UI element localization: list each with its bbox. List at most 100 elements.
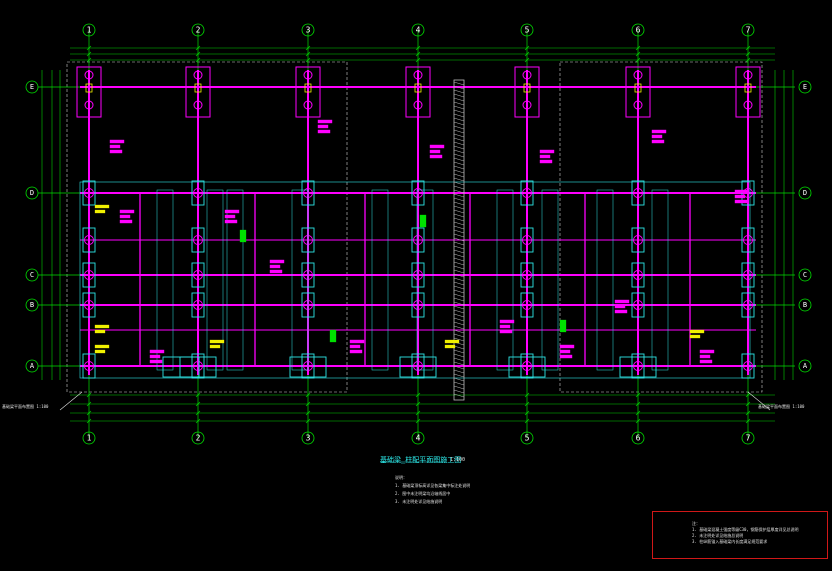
joint-hatch [453, 153, 465, 158]
beam-annotation [559, 344, 575, 349]
pile-symbol [633, 235, 643, 245]
joint-hatch [453, 181, 465, 186]
joint-hatch [453, 289, 465, 294]
callout-leader [59, 391, 83, 411]
column-footing [76, 66, 102, 118]
beam-annotation [651, 139, 665, 144]
column-pad [411, 292, 425, 318]
column-pad [82, 292, 96, 318]
axis-bubble [25, 80, 39, 94]
axis-bubble [411, 23, 425, 37]
axis-label: B [803, 301, 807, 309]
joint-hatch [453, 357, 465, 362]
pile-symbol [522, 270, 532, 280]
axis-bubble [25, 268, 39, 282]
joint-hatch [453, 169, 465, 174]
pile-symbol [413, 361, 423, 371]
joint-hatch [453, 333, 465, 338]
axis-bubble [741, 431, 755, 445]
pile-symbol [743, 300, 753, 310]
beam-annotation [499, 319, 515, 324]
joint-hatch [453, 113, 465, 118]
axis-label: B [30, 301, 34, 309]
beam-label [94, 204, 110, 209]
joint-hatch [453, 253, 465, 258]
joint-hatch [453, 317, 465, 322]
beam-annotation [699, 354, 711, 359]
axis-label: E [803, 83, 807, 91]
joint-hatch [453, 101, 465, 106]
pile-symbol [522, 70, 532, 80]
pile-symbol [413, 235, 423, 245]
pile-symbol [743, 100, 753, 110]
pile-symbol [193, 361, 203, 371]
joint-hatch [453, 205, 465, 210]
column-footing [625, 66, 651, 118]
beam-label [209, 339, 225, 344]
axis-label: 7 [746, 26, 751, 35]
axis-bubble [25, 298, 39, 312]
joint-hatch [453, 105, 465, 110]
joint-hatch [453, 281, 465, 286]
joint-hatch [453, 373, 465, 378]
beam-annotation [119, 219, 133, 224]
note-line: 2. 图中未注明梁均沿轴线居中 [395, 491, 451, 496]
beam-annotation [349, 344, 361, 349]
beam-annotation [149, 349, 165, 354]
drawing-title: 基础梁_柱配平面图施工图 [380, 456, 462, 464]
joint-hatch [453, 293, 465, 298]
axis-label: E [30, 83, 34, 91]
joint-hatch [453, 337, 465, 342]
joint-hatch [453, 137, 465, 142]
column-pad [191, 227, 205, 253]
strip-footing [179, 356, 217, 378]
joint-hatch [453, 233, 465, 238]
joint-hatch [453, 237, 465, 242]
pile-symbol [413, 270, 423, 280]
beam-annotation [651, 134, 663, 139]
note-line: 2. 未注明处详见结施总说明 [692, 533, 744, 538]
axis-bubble [520, 431, 534, 445]
axis-bubble [798, 298, 812, 312]
pile-symbol [413, 300, 423, 310]
column-footing [735, 66, 761, 118]
joint-hatch [453, 265, 465, 270]
axis-bubble [798, 359, 812, 373]
beam-annotation [224, 214, 236, 219]
axis-label: 4 [416, 26, 421, 35]
pile-symbol [522, 300, 532, 310]
axis-bubble [191, 23, 205, 37]
axis-bubble [520, 23, 534, 37]
beam-annotation [109, 139, 125, 144]
strip-footing [619, 356, 657, 378]
joint-hatch [453, 141, 465, 146]
beam-annotation [734, 199, 748, 204]
beam-annotation [119, 214, 131, 219]
wall-outline [651, 189, 669, 371]
axis-label: A [803, 362, 808, 370]
joint-hatch [453, 301, 465, 306]
pile-symbol [522, 361, 532, 371]
pile-symbol [193, 70, 203, 80]
joint-hatch [453, 389, 465, 394]
pile-symbol [84, 188, 94, 198]
joint-hatch [453, 309, 465, 314]
column-pad [411, 262, 425, 288]
column-pad [191, 180, 205, 206]
joint-hatch [453, 349, 465, 354]
wall-outline [291, 189, 309, 371]
pile-symbol [84, 361, 94, 371]
column-pad [82, 180, 96, 206]
beam-annotation [149, 354, 161, 359]
beam-annotation [614, 309, 628, 314]
axis-bubble [25, 186, 39, 200]
axis-bubble [82, 23, 96, 37]
pile-symbol [743, 361, 753, 371]
column-section [304, 83, 312, 93]
wall-outline [156, 189, 174, 371]
joint-hatch [453, 249, 465, 254]
axis-bubble [25, 359, 39, 373]
column-pad [741, 262, 755, 288]
